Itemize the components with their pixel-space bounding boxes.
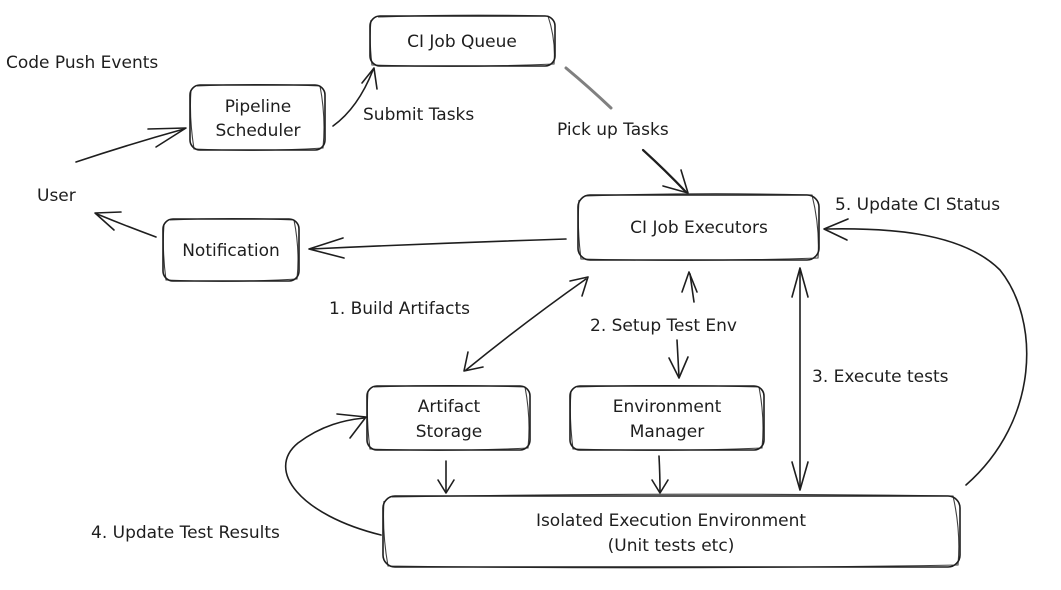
- edge-artifact-to-isolated-arrowhead: [437, 479, 455, 494]
- isolated-execution-environment-node[interactable]: Isolated Execution Environment (Unit tes…: [382, 493, 961, 569]
- pick-up-tasks-label: Pick up Tasks: [557, 120, 669, 140]
- edge-executors-env-arrowhead-down: [668, 356, 689, 379]
- edge-isolated-env-to-artifact-storage: [285, 413, 382, 536]
- edge-user-to-scheduler-arrowhead: [147, 127, 187, 148]
- edge-executors-isolated-env-arrowhead-bottom: [791, 461, 809, 491]
- ci-job-queue-node[interactable]: CI Job Queue: [369, 14, 556, 67]
- isolated-env-sketch: [382, 493, 960, 569]
- edge-isolated-to-executors-line: [825, 228, 1028, 486]
- edge-user-to-scheduler-line: [75, 128, 185, 163]
- edge-isolated-to-artifact-line: [285, 417, 382, 536]
- update-test-results-label: 4. Update Test Results: [91, 523, 280, 543]
- notification-label: Notification: [182, 241, 280, 261]
- edge-notification-to-user: [94, 211, 157, 238]
- environment-manager-node[interactable]: Environment Manager: [569, 384, 765, 451]
- edge-queue-to-executors: [564, 66, 689, 194]
- edge-artifact-storage-to-isolated-env: [437, 460, 455, 494]
- edge-isolated-to-artifact-arrowhead: [336, 413, 367, 439]
- isolated-env-label-line2: (Unit tests etc): [608, 536, 735, 556]
- ci-job-queue-sketch: [369, 14, 555, 67]
- notification-node[interactable]: Notification: [162, 217, 300, 282]
- ci-job-executors-label: CI Job Executors: [630, 218, 768, 238]
- build-artifacts-label: 1. Build Artifacts: [329, 299, 470, 319]
- submit-tasks-label: Submit Tasks: [363, 105, 474, 125]
- edge-notification-to-user-arrowhead: [94, 211, 122, 231]
- edge-environment-manager-to-isolated-env: [651, 455, 669, 494]
- environment-manager-sketch: [569, 384, 764, 451]
- edge-isolated-env-to-executors: [823, 218, 1028, 486]
- notification-sketch: [162, 217, 299, 282]
- artifact-storage-node[interactable]: Artifact Storage: [366, 384, 531, 451]
- edge-executors-artifact-storage-line: [465, 278, 587, 371]
- edge-executors-env-down-line: [676, 339, 680, 378]
- ci-job-executors-node[interactable]: CI Job Executors: [577, 193, 820, 261]
- isolated-env-box: [382, 495, 961, 568]
- edge-scheduler-to-queue: [332, 67, 378, 127]
- edge-scheduler-to-queue-arrowhead: [361, 67, 378, 90]
- environment-manager-label-line1: Environment: [613, 397, 722, 417]
- edge-env-to-isolated-line: [658, 455, 661, 493]
- edge-executors-environment-manager: [668, 271, 698, 379]
- ci-job-queue-label: CI Job Queue: [407, 32, 517, 52]
- isolated-env-label-line1: Isolated Execution Environment: [536, 511, 806, 531]
- edge-queue-to-executors-line-upper: [564, 66, 613, 110]
- pipeline-scheduler-label-line2: Scheduler: [215, 121, 300, 141]
- edge-executors-to-notification-arrowhead: [308, 237, 345, 259]
- edge-executors-to-notification-line: [310, 238, 567, 250]
- artifact-storage-sketch: [366, 384, 530, 451]
- update-ci-status-label: 5. Update CI Status: [835, 195, 1000, 215]
- pipeline-scheduler-node[interactable]: Pipeline Scheduler: [189, 83, 326, 151]
- edge-executors-isolated-env-arrowhead-top: [791, 267, 809, 298]
- environment-manager-label-line2: Manager: [630, 422, 705, 442]
- artifact-storage-label-line1: Artifact: [418, 397, 481, 417]
- edge-executors-env-arrowhead-up: [681, 271, 698, 293]
- edge-user-to-scheduler: [75, 127, 187, 163]
- edge-executors-artifact-storage-arrowhead-top: [569, 276, 589, 297]
- artifact-storage-label-line2: Storage: [416, 422, 483, 442]
- execute-tests-label: 3. Execute tests: [812, 367, 949, 387]
- edge-executors-isolated-env: [791, 267, 809, 491]
- ci-job-executors-sketch: [577, 193, 819, 261]
- setup-test-env-label: 2. Setup Test Env: [590, 316, 737, 336]
- user-label: User: [37, 186, 76, 206]
- edge-scheduler-to-queue-line: [332, 69, 374, 127]
- edge-env-to-isolated-arrowhead: [651, 479, 669, 494]
- edge-notification-to-user-line: [96, 213, 157, 238]
- edge-executors-artifact-storage: [463, 276, 589, 372]
- pipeline-scheduler-label-line1: Pipeline: [225, 97, 292, 117]
- pipeline-scheduler-sketch: [189, 83, 325, 151]
- edge-queue-to-executors-line-lower: [641, 148, 688, 194]
- edge-isolated-to-executors-arrowhead: [823, 218, 849, 241]
- edge-executors-artifact-storage-arrowhead-bottom: [463, 351, 484, 372]
- code-push-events-label: Code Push Events: [6, 53, 158, 73]
- edge-queue-to-executors-arrowhead: [662, 169, 689, 194]
- edge-executors-to-notification: [308, 237, 567, 259]
